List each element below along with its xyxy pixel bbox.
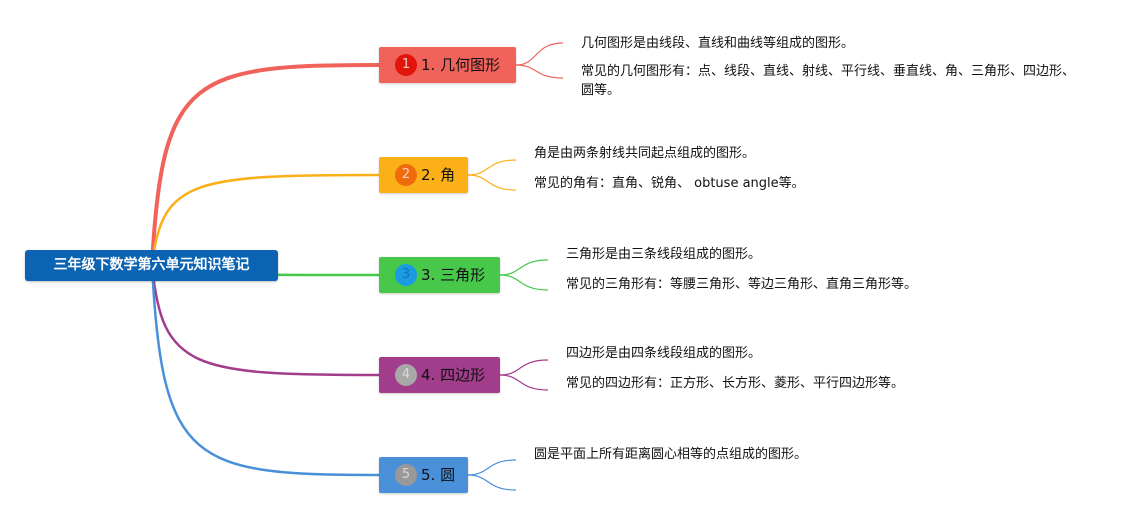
branch-connector-5 (150, 264, 380, 477)
branch-connector-2 (150, 173, 380, 266)
leaf-note-3-1: 三角形是由三条线段组成的图形。 (566, 247, 762, 262)
leaf-note-1-1: 几何图形是由线段、直线和曲线等组成的图形。 (581, 36, 855, 51)
branch-number-badge: 2 (395, 164, 417, 186)
root-node[interactable]: 三年级下数学第六单元知识笔记 (25, 250, 278, 281)
leaf-note-2-2: 常见的角有：直角、锐角、 obtuse angle等。 (534, 176, 805, 191)
leaf-note-2-1: 角是由两条射线共同起点组成的图形。 (534, 146, 756, 161)
branch-number-badge: 4 (395, 364, 417, 386)
branch-connector-4 (150, 264, 380, 377)
leaf-connector-3-1 (499, 259, 549, 276)
leaf-connector-1-1 (515, 42, 564, 66)
branch-label: 2. 角 (421, 166, 456, 184)
leaf-connector-2-2 (467, 174, 517, 191)
branch-number-badge: 3 (395, 264, 417, 286)
root-label: 三年级下数学第六单元知识笔记 (53, 257, 250, 273)
leaf-note-3-2: 常见的三角形有：等腰三角形、等边三角形、直角三角形等。 (566, 277, 918, 292)
leaf-note-5-1: 圆是平面上所有距离圆心相等的点组成的图形。 (534, 447, 808, 462)
branch-label: 3. 三角形 (421, 266, 486, 284)
branch-connector-1 (150, 63, 380, 266)
leaf-connector-4-2 (499, 374, 549, 391)
branch-number-badge: 1 (395, 54, 417, 76)
leaf-connector-1-2 (515, 64, 564, 79)
branch-label: 5. 圆 (421, 466, 456, 484)
branch-label: 1. 几何图形 (421, 56, 501, 74)
leaf-note-4-2: 常见的四边形有：正方形、长方形、菱形、平行四边形等。 (566, 376, 905, 391)
leaf-note-1-2: 常见的几何图形有：点、线段、直线、射线、平行线、垂直线、角、三角形、四边形、圆等… (581, 64, 1076, 98)
leaf-connector-3-2 (499, 274, 549, 291)
leaf-connector-2-1 (467, 159, 517, 176)
leaf-connector-5-1 (467, 459, 517, 476)
branch-number-badge: 5 (395, 464, 417, 486)
leaf-connector-4-1 (499, 359, 549, 376)
branch-label: 4. 四边形 (421, 366, 486, 384)
leaf-note-4-1: 四边形是由四条线段组成的图形。 (566, 346, 762, 361)
leaf-connector-5-2 (467, 474, 517, 491)
